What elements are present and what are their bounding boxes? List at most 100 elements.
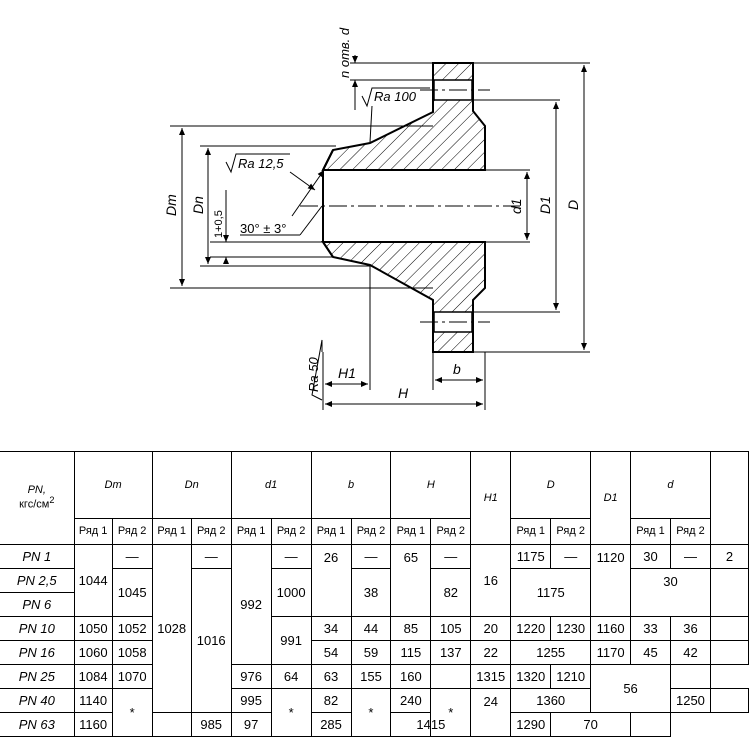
cell: 97 [230, 712, 272, 737]
cell: 1044 [73, 544, 113, 617]
subheader: Ряд 1 [510, 518, 552, 545]
cell: 992 [230, 544, 272, 665]
header-D: D [510, 451, 592, 519]
header-b: b [310, 451, 392, 519]
cell: — [111, 544, 153, 569]
subheader: Ряд 2 [430, 518, 472, 545]
cell: 44 [350, 616, 392, 641]
row-label: PN 63 [0, 712, 75, 737]
header-d1: d1 [230, 451, 312, 519]
table-row: PN 6 [0, 592, 749, 617]
cell: 33 [630, 616, 671, 641]
cell: 1250 [669, 688, 711, 713]
cell: 1140 [73, 688, 113, 713]
cell: 1360 [510, 688, 592, 713]
row-label: PN 6 [0, 592, 75, 617]
cell [430, 664, 472, 689]
cell [669, 664, 711, 689]
cell: 1060 [73, 640, 113, 665]
table-row: PN 25 1084 1070 976 64 63 155 160 1315 1… [0, 664, 749, 713]
cell: 137 [430, 640, 472, 665]
table-row: PN 16 1060 1058 54 59 115 137 22 1255 11… [0, 640, 750, 665]
row-label: PN 1 [0, 544, 75, 569]
subheader: Ряд 1 [390, 518, 432, 545]
subheader: Ряд 2 [270, 518, 312, 545]
d1-label: d1 [508, 198, 524, 214]
cell: — [430, 544, 472, 569]
cell: 1170 [590, 640, 632, 665]
header-h: H [390, 451, 472, 519]
cell: 82 [430, 568, 472, 617]
table-row: PN 63 1160 985 97 285 1415 1290 70 [0, 712, 749, 737]
D1-label: D1 [537, 196, 553, 214]
cell: * [111, 688, 153, 737]
cell: 160 [390, 664, 432, 689]
dm-label: Dm [163, 194, 179, 216]
cell [151, 712, 192, 737]
cell: 1415 [390, 712, 472, 737]
cell: 1070 [111, 664, 153, 689]
subheader: Ряд 2 [111, 518, 153, 545]
cell: — [669, 544, 711, 569]
cell: 70 [550, 712, 632, 737]
cell: 1058 [111, 640, 153, 665]
dn-label: Dn [190, 196, 206, 214]
cell: 30 [630, 568, 711, 617]
header-dn: Dn [151, 451, 232, 519]
D-label: D [565, 200, 581, 210]
cell: 16 [470, 544, 512, 617]
cell: — [550, 544, 592, 569]
cell: 42 [669, 640, 711, 665]
cell: 1028 [151, 544, 192, 713]
cell: 1016 [190, 568, 232, 713]
cell: * [350, 688, 392, 737]
cell: 155 [350, 664, 392, 689]
cell: 2 [709, 544, 750, 569]
cell [630, 712, 671, 737]
row-label: PN 40 [0, 688, 75, 713]
cell: 85 [390, 616, 432, 641]
cell: 38 [350, 568, 392, 617]
cell: 1255 [510, 640, 592, 665]
flange-upper-half [321, 62, 486, 171]
table-row: PN 40 1140 * 995 * 82 * 240 * 24 1360 12… [0, 688, 750, 737]
cell: 285 [310, 712, 352, 737]
center-lines [300, 89, 520, 323]
subheader: Ряд 1 [230, 518, 272, 545]
row-label: PN 2,5 [0, 568, 75, 593]
header-h1: H1 [470, 451, 512, 545]
ra50-label: Ra 50 [306, 357, 321, 392]
cell: 1160 [73, 712, 113, 737]
cell: 24 [470, 688, 512, 737]
cell: 20 [470, 616, 512, 641]
header-dm: Dm [73, 451, 153, 519]
cell: 59 [350, 640, 392, 665]
table-row: PN 2,5 1045 1016 1000 38 82 1175 30 [0, 568, 750, 713]
flange-drawing: n отв. d Ra 100 Ra 12,5 Ra 50 30° ± 3° 1… [163, 27, 590, 410]
dimensions-table: PN,кгс/см2 Dm Dn d1 b H H1 D D1 d Ряд 1 … [0, 451, 750, 737]
subheader: Ряд 1 [73, 518, 113, 545]
row-label: PN 16 [0, 640, 75, 665]
cell: 1175 [510, 544, 552, 569]
cell [709, 616, 750, 641]
subheader: Ряд 1 [310, 518, 352, 545]
header-d: d [630, 451, 711, 519]
chamfer-label: 30° ± 3° [240, 221, 286, 236]
cell: 115 [390, 640, 432, 665]
cell: 1315 [470, 664, 512, 689]
cell: 1220 [510, 616, 552, 641]
cell: 1160 [590, 616, 632, 641]
cell: 1175 [510, 568, 592, 617]
cell: 991 [270, 616, 312, 665]
cell: 36 [669, 616, 711, 641]
cell: 1290 [510, 712, 552, 737]
cell: 1210 [550, 664, 592, 689]
table-row: PN 1 1044 — 1028 — 992 — 26 — 65 — 16 11… [0, 544, 750, 713]
cell: 976 [230, 664, 272, 689]
cell: * [270, 688, 312, 737]
subheader: Ряд 2 [550, 518, 592, 545]
ra12-label: Ra 12,5 [238, 156, 284, 171]
subheader: Ряд 2 [669, 518, 711, 545]
cell: — [350, 544, 392, 569]
table-row: PN 10 1050 1052 991 34 44 85 105 20 1220… [0, 616, 750, 665]
